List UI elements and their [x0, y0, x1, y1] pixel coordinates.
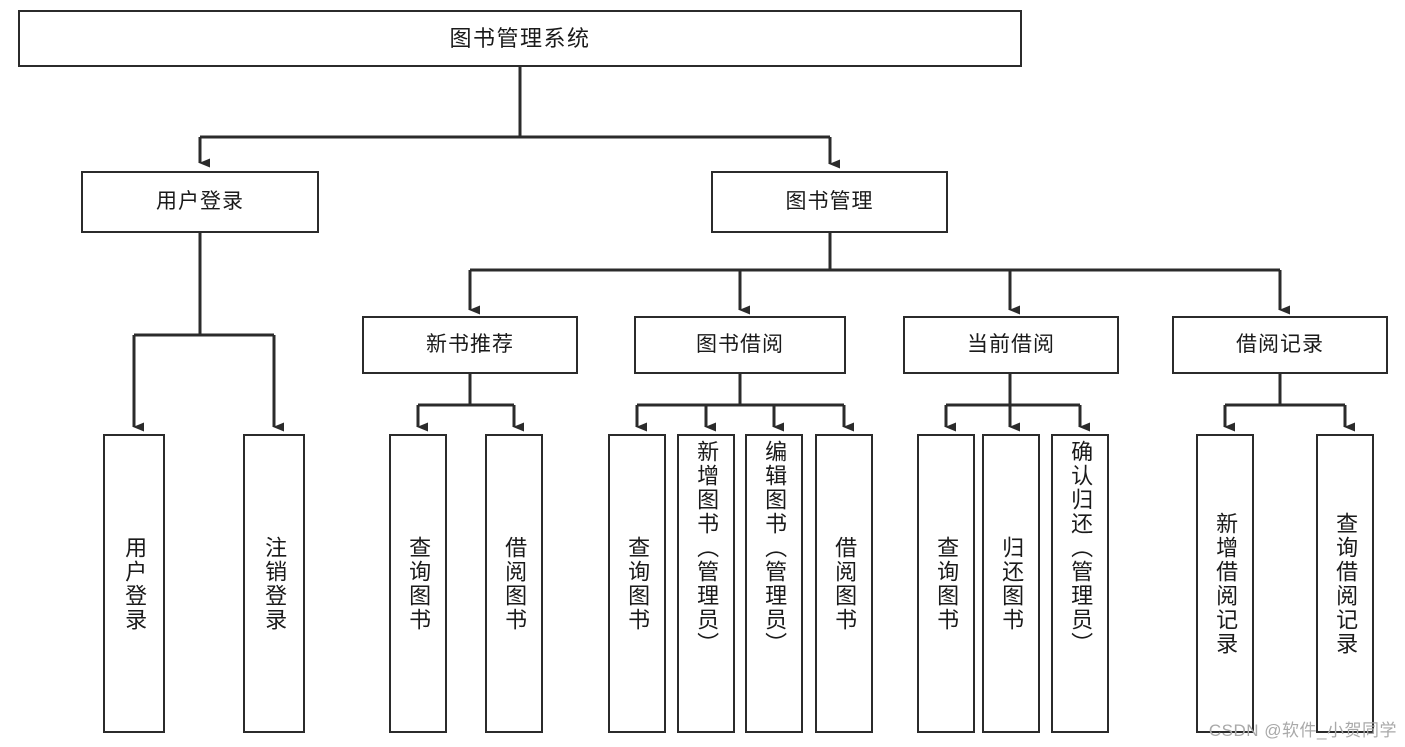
node-current-borrow[interactable]: 当前借阅: [903, 316, 1119, 374]
node-leaf-confirm-return-admin[interactable]: 确认归还（管理员）: [1051, 434, 1109, 733]
node-new-book-recommend[interactable]: 新书推荐: [362, 316, 578, 374]
node-leaf-add-book-admin-label: 新增图书（管理员）: [694, 440, 720, 656]
node-new-book-recommend-label: 新书推荐: [426, 332, 514, 356]
node-leaf-query-book-newbook-label: 查询图书: [406, 535, 432, 632]
node-leaf-logout-label: 注销登录: [262, 535, 288, 632]
node-borrow-record-label: 借阅记录: [1236, 332, 1324, 356]
node-leaf-add-book-admin[interactable]: 新增图书（管理员）: [677, 434, 735, 733]
node-leaf-query-book-borrow[interactable]: 查询图书: [608, 434, 666, 733]
node-leaf-borrow-book[interactable]: 借阅图书: [815, 434, 873, 733]
node-leaf-add-borrow-record-label: 新增借阅记录: [1213, 511, 1239, 656]
node-root-label: 图书管理系统: [449, 25, 591, 51]
node-book-borrow[interactable]: 图书借阅: [634, 316, 846, 374]
node-user-login-label: 用户登录: [156, 189, 244, 213]
node-leaf-logout[interactable]: 注销登录: [243, 434, 305, 733]
node-user-login[interactable]: 用户登录: [81, 171, 319, 233]
node-leaf-query-book-current-label: 查询图书: [934, 535, 960, 632]
node-leaf-borrow-book-label: 借阅图书: [832, 535, 858, 632]
node-borrow-record[interactable]: 借阅记录: [1172, 316, 1388, 374]
node-leaf-edit-book-admin[interactable]: 编辑图书（管理员）: [745, 434, 803, 733]
node-book-borrow-label: 图书借阅: [696, 332, 784, 356]
node-leaf-query-book-current[interactable]: 查询图书: [917, 434, 975, 733]
node-leaf-add-borrow-record[interactable]: 新增借阅记录: [1196, 434, 1254, 733]
node-book-management[interactable]: 图书管理: [711, 171, 948, 233]
node-leaf-return-book[interactable]: 归还图书: [982, 434, 1040, 733]
node-leaf-query-book-newbook[interactable]: 查询图书: [389, 434, 447, 733]
node-leaf-user-login[interactable]: 用户登录: [103, 434, 165, 733]
node-leaf-borrow-book-newbook[interactable]: 借阅图书: [485, 434, 543, 733]
node-leaf-return-book-label: 归还图书: [999, 535, 1025, 632]
node-leaf-query-borrow-record[interactable]: 查询借阅记录: [1316, 434, 1374, 733]
node-leaf-query-borrow-record-label: 查询借阅记录: [1333, 511, 1359, 656]
node-leaf-edit-book-admin-label: 编辑图书（管理员）: [762, 440, 788, 656]
node-leaf-confirm-return-admin-label: 确认归还（管理员）: [1068, 440, 1094, 656]
node-root[interactable]: 图书管理系统: [18, 10, 1022, 67]
node-leaf-query-book-borrow-label: 查询图书: [625, 535, 651, 632]
node-current-borrow-label: 当前借阅: [967, 332, 1055, 356]
node-book-management-label: 图书管理: [785, 189, 874, 213]
node-leaf-borrow-book-newbook-label: 借阅图书: [502, 535, 528, 632]
node-leaf-user-login-label: 用户登录: [122, 535, 148, 632]
